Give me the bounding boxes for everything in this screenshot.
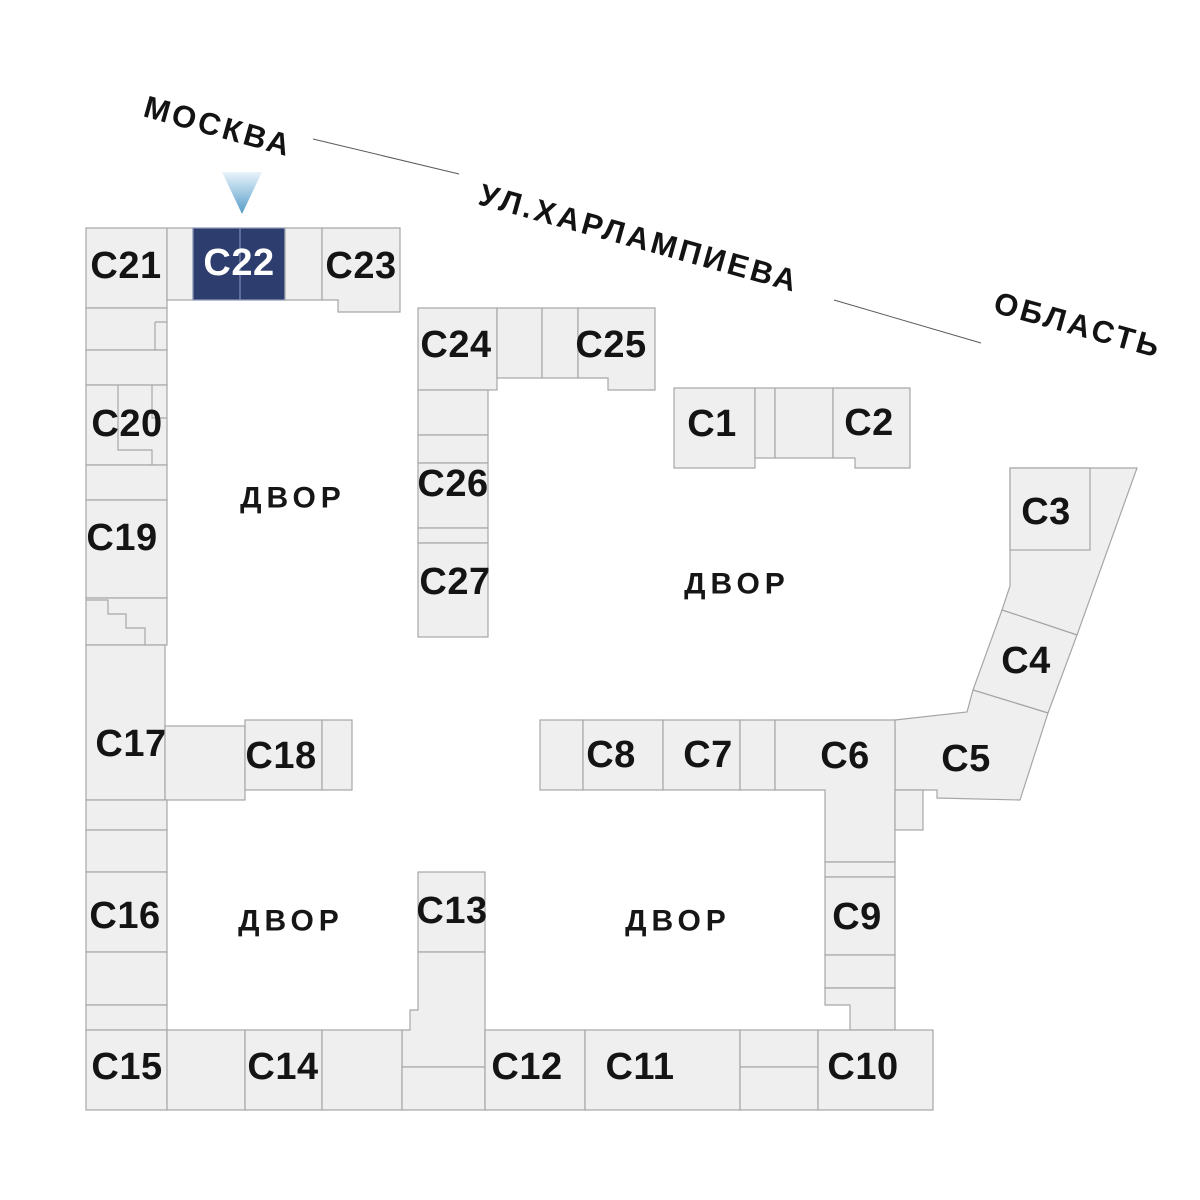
building-c21[interactable]: С21 (85, 227, 168, 309)
building-c8[interactable]: С8 (582, 719, 664, 791)
segment-stair-detail (86, 599, 146, 645)
svg-text:С13: С13 (416, 890, 487, 932)
building-c7[interactable]: С7 (662, 719, 741, 791)
building-segment (739, 719, 776, 791)
building-c27[interactable]: С27 (417, 542, 491, 638)
building-c16[interactable]: С16 (85, 871, 168, 953)
svg-text:С10: С10 (827, 1046, 898, 1088)
building-c24[interactable]: С24 (417, 307, 498, 391)
building-c18[interactable]: С18 (244, 719, 323, 791)
svg-text:С5: С5 (941, 738, 991, 780)
svg-text:С7: С7 (683, 734, 733, 776)
building-c2[interactable]: С2 (832, 387, 911, 469)
building-segment (824, 861, 896, 878)
svg-text:С22: С22 (203, 242, 274, 284)
building-segment (774, 387, 834, 459)
building-segment (164, 725, 246, 801)
street-guide-line-left (312, 138, 460, 175)
building-segment (496, 307, 543, 379)
svg-text:С18: С18 (245, 735, 316, 777)
svg-text:С1: С1 (687, 403, 737, 445)
building-segment (166, 1029, 246, 1111)
svg-text:С17: С17 (95, 723, 166, 765)
svg-text:С16: С16 (89, 895, 160, 937)
building-segment (739, 1066, 819, 1111)
building-c17[interactable]: С17 (85, 644, 167, 801)
building-segment (85, 799, 168, 831)
building-segment (417, 389, 489, 436)
building-segment (284, 227, 323, 301)
building-segment (85, 951, 168, 1006)
location-marker-icon (222, 172, 262, 214)
building-c9[interactable]: С9 (824, 876, 896, 956)
building-segment (894, 789, 924, 831)
svg-text:С11: С11 (605, 1046, 674, 1088)
building-c12[interactable]: С12 (484, 1029, 586, 1111)
svg-text:С21: С21 (90, 245, 161, 287)
courtyard-label-right: ДВОР (684, 568, 790, 601)
building-c13[interactable]: С13 (416, 871, 487, 953)
svg-text:С2: С2 (844, 402, 894, 444)
building-segment (417, 527, 489, 544)
building-segment (321, 1029, 403, 1111)
svg-text:С14: С14 (247, 1046, 318, 1088)
building-segment (401, 1066, 486, 1111)
courtyard-label-bottom-left: ДВОР (238, 905, 344, 938)
building-c1[interactable]: С1 (673, 387, 756, 469)
building-segment (824, 987, 896, 1031)
building-segment (85, 464, 168, 501)
building-c3[interactable]: С3 (1009, 467, 1091, 551)
building-segment (85, 349, 168, 386)
svg-text:С3: С3 (1021, 491, 1071, 533)
building-c4[interactable]: С4 (972, 609, 1078, 714)
building-segment (539, 719, 584, 791)
building-segment (166, 227, 194, 301)
svg-text:С23: С23 (325, 245, 396, 287)
svg-text:С24: С24 (420, 324, 491, 366)
building-segment (824, 954, 896, 989)
svg-text:С20: С20 (91, 403, 162, 445)
svg-text:С4: С4 (1001, 640, 1051, 682)
building-c19[interactable]: С19 (85, 499, 168, 599)
building-c5[interactable]: С5 (894, 689, 1049, 801)
building-c22-highlighted[interactable]: С22 (192, 227, 286, 301)
segment-step-detail (154, 321, 167, 350)
building-segment (85, 1004, 168, 1031)
svg-text:С8: С8 (586, 734, 636, 776)
courtyard-label-bottom-right: ДВОР (625, 905, 731, 938)
building-c11[interactable]: С11 (584, 1029, 741, 1111)
building-segment (417, 434, 489, 464)
svg-text:С12: С12 (491, 1046, 562, 1088)
building-segment (85, 829, 168, 873)
street-name-label: УЛ.ХАРЛАМПИЕВА (475, 177, 803, 299)
courtyard-label-top-left: ДВОР (240, 482, 346, 515)
building-segment (321, 719, 353, 791)
building-c14[interactable]: С14 (244, 1029, 323, 1111)
building-c6[interactable]: С6 (774, 719, 896, 863)
building-c15[interactable]: С15 (85, 1029, 168, 1111)
svg-text:С9: С9 (832, 896, 882, 938)
direction-moscow-label: МОСКВА (140, 89, 296, 163)
svg-text:С19: С19 (86, 517, 157, 559)
svg-text:С15: С15 (91, 1046, 162, 1088)
building-c20[interactable]: С20 (85, 384, 168, 466)
street-guide-line-right (833, 299, 982, 344)
svg-text:С6: С6 (820, 735, 870, 777)
building-c26[interactable]: С26 (417, 462, 489, 529)
building-segment (541, 307, 579, 379)
building-segment (754, 387, 776, 459)
building-segment (739, 1029, 819, 1068)
building-segment (401, 951, 486, 1068)
building-segment (85, 307, 168, 351)
svg-text:С25: С25 (575, 324, 646, 366)
svg-text:С26: С26 (417, 463, 488, 505)
building-c10[interactable]: С10 (817, 1029, 934, 1111)
building-c25[interactable]: С25 (575, 307, 656, 391)
svg-text:С27: С27 (419, 561, 490, 603)
direction-oblast-label: ОБЛАСТЬ (990, 285, 1166, 365)
building-c23[interactable]: С23 (321, 227, 401, 313)
